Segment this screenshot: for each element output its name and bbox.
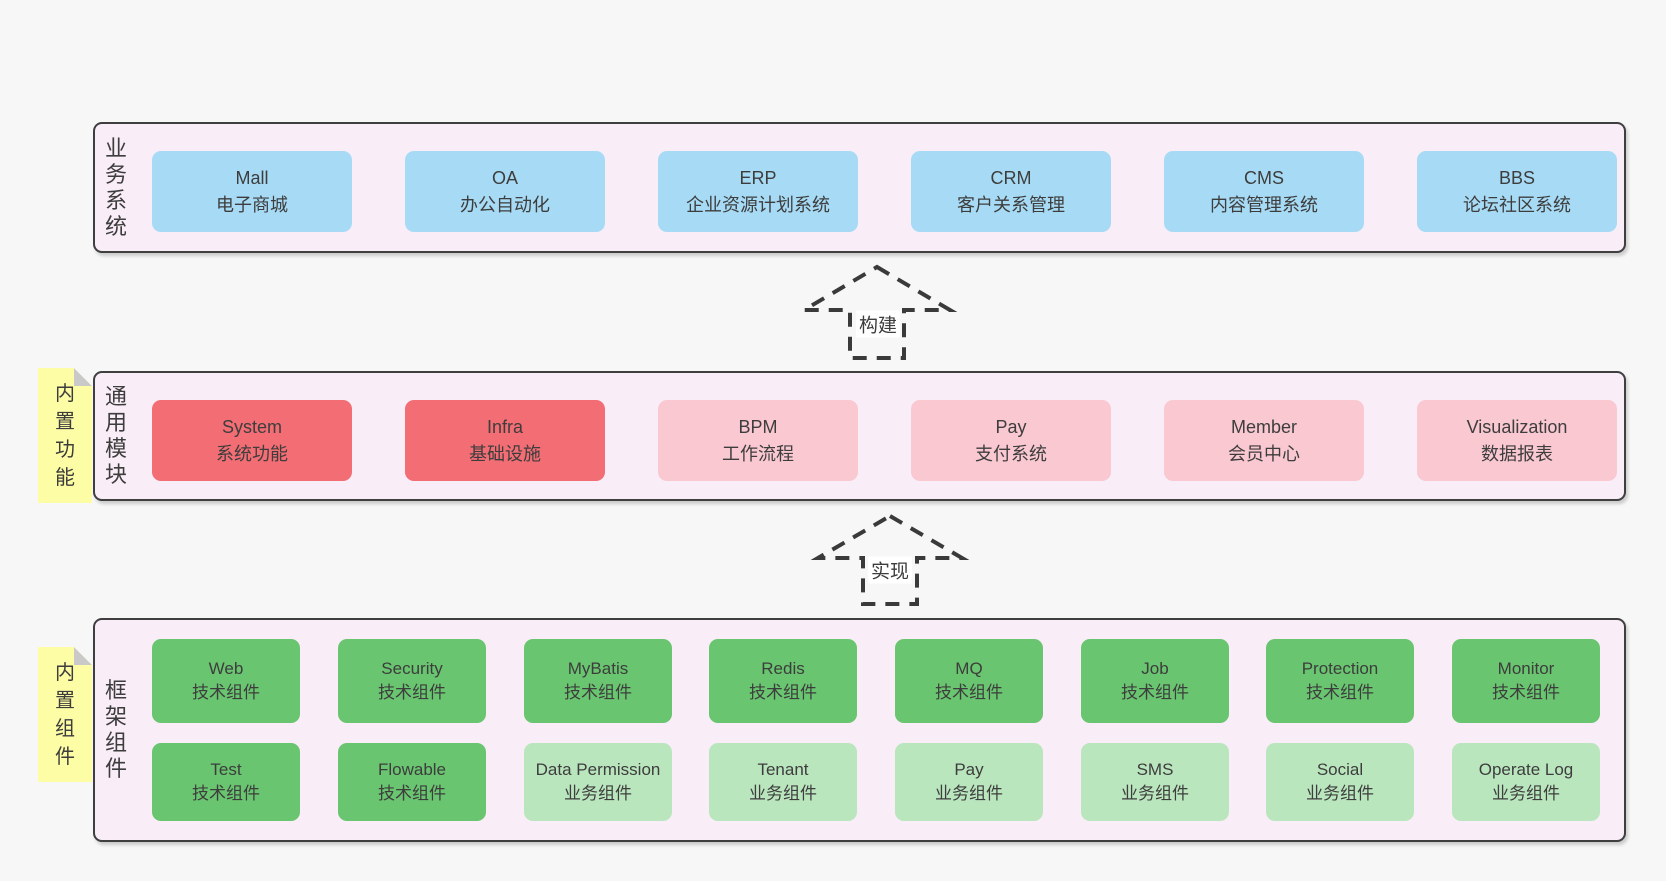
node-protection: Protection 技术组件 [1266, 639, 1414, 723]
build-arrow-label: 构建 [855, 310, 901, 338]
node-pay-component: Pay 业务组件 [895, 743, 1043, 821]
node-subtitle: 工作流程 [722, 443, 794, 464]
node-title: Flowable [377, 760, 447, 779]
node-cms: CMS 内容管理系统 [1164, 151, 1364, 232]
node-subtitle: 电子商城 [216, 194, 288, 215]
node-subtitle: 技术组件 [1121, 683, 1189, 702]
node-title: BPM [738, 416, 778, 437]
node-monitor: Monitor 技术组件 [1452, 639, 1600, 723]
node-title: Web [208, 659, 244, 678]
node-title: Member [1230, 416, 1297, 437]
node-data-permission: Data Permission 业务组件 [524, 743, 672, 821]
layer-business-systems: 业务系统 Mall 电子商城 OA 办公自动化 ERP 企业资源计划系统 CRM… [93, 122, 1626, 253]
build-arrow [796, 264, 958, 360]
node-test: Test 技术组件 [152, 743, 300, 821]
implement-arrow-label: 实现 [867, 556, 913, 584]
layer-label-common-modules: 通用模块 [104, 384, 127, 487]
node-title: Data Permission [535, 760, 661, 779]
node-infra: Infra 基础设施 [405, 400, 605, 481]
node-subtitle: 数据报表 [1481, 443, 1553, 464]
node-subtitle: 业务组件 [1492, 784, 1560, 803]
node-title: Pay [954, 760, 984, 779]
node-subtitle: 技术组件 [378, 683, 446, 702]
node-crm: CRM 客户关系管理 [911, 151, 1111, 232]
layer-label-business-systems: 业务系统 [104, 135, 127, 239]
node-subtitle: 业务组件 [935, 784, 1003, 803]
node-visualization: Visualization 数据报表 [1417, 400, 1617, 481]
node-redis: Redis 技术组件 [709, 639, 857, 723]
implement-arrow [810, 513, 970, 606]
node-title: Visualization [1466, 416, 1568, 437]
node-title: MQ [955, 659, 983, 678]
node-subtitle: 论坛社区系统 [1463, 194, 1571, 215]
node-title: Pay [995, 416, 1027, 437]
node-pay: Pay 支付系统 [911, 400, 1111, 481]
node-bpm: BPM 工作流程 [658, 400, 858, 481]
node-subtitle: 客户关系管理 [957, 194, 1065, 215]
node-mall: Mall 电子商城 [152, 151, 352, 232]
node-title: MyBatis [567, 659, 629, 678]
node-title: Test [210, 760, 242, 779]
note-text: 内置功能 [55, 382, 75, 489]
sticky-note-built-in-features: 内置功能 [38, 368, 92, 503]
node-title: SMS [1136, 760, 1174, 779]
sticky-note-built-in-components: 内置组件 [38, 647, 92, 782]
node-subtitle: 系统功能 [216, 443, 288, 464]
node-subtitle: 业务组件 [1306, 784, 1374, 803]
node-mybatis: MyBatis 技术组件 [524, 639, 672, 723]
node-subtitle: 企业资源计划系统 [686, 194, 830, 215]
node-title: Monitor [1497, 659, 1555, 678]
node-subtitle: 技术组件 [749, 683, 817, 702]
node-title: Tenant [757, 760, 809, 779]
node-title: Protection [1301, 659, 1379, 678]
node-bbs: BBS 论坛社区系统 [1417, 151, 1617, 232]
node-oa: OA 办公自动化 [405, 151, 605, 232]
node-title: CMS [1244, 167, 1284, 188]
node-subtitle: 办公自动化 [460, 194, 550, 215]
node-subtitle: 内容管理系统 [1210, 194, 1318, 215]
node-subtitle: 支付系统 [975, 443, 1047, 464]
layer-label-framework-components: 框架组件 [104, 678, 127, 781]
node-subtitle: 业务组件 [749, 784, 817, 803]
node-job: Job 技术组件 [1081, 639, 1229, 723]
node-title: Social [1316, 760, 1364, 779]
node-tenant: Tenant 业务组件 [709, 743, 857, 821]
node-subtitle: 业务组件 [564, 784, 632, 803]
node-subtitle: 基础设施 [469, 443, 541, 464]
node-subtitle: 技术组件 [192, 784, 260, 803]
node-subtitle: 技术组件 [1306, 683, 1374, 702]
node-title: ERP [739, 167, 777, 188]
node-title: Operate Log [1478, 760, 1574, 779]
node-operate-log: Operate Log 业务组件 [1452, 743, 1600, 821]
layer-framework-components: 框架组件 Web 技术组件 Security 技术组件 MyBatis 技术组件… [93, 618, 1626, 842]
node-sms: SMS 业务组件 [1081, 743, 1229, 821]
node-title: OA [491, 167, 518, 188]
node-title: Mall [235, 167, 269, 188]
node-flowable: Flowable 技术组件 [338, 743, 486, 821]
node-web: Web 技术组件 [152, 639, 300, 723]
node-title: Redis [761, 659, 805, 678]
node-subtitle: 业务组件 [1121, 784, 1189, 803]
node-title: Job [1141, 659, 1169, 678]
node-subtitle: 会员中心 [1228, 443, 1300, 464]
node-title: Security [381, 659, 443, 678]
node-title: Infra [486, 416, 524, 437]
node-member: Member 会员中心 [1164, 400, 1364, 481]
node-erp: ERP 企业资源计划系统 [658, 151, 858, 232]
node-social: Social 业务组件 [1266, 743, 1414, 821]
node-subtitle: 技术组件 [564, 683, 632, 702]
node-system: System 系统功能 [152, 400, 352, 481]
node-subtitle: 技术组件 [192, 683, 260, 702]
node-title: BBS [1498, 167, 1536, 188]
node-subtitle: 技术组件 [1492, 683, 1560, 702]
node-security: Security 技术组件 [338, 639, 486, 723]
note-text: 内置组件 [55, 661, 75, 768]
layer-common-modules: 通用模块 System 系统功能 Infra 基础设施 BPM 工作流程 Pay… [93, 371, 1626, 501]
node-mq: MQ 技术组件 [895, 639, 1043, 723]
node-title: CRM [990, 167, 1032, 188]
node-subtitle: 技术组件 [935, 683, 1003, 702]
node-title: System [221, 416, 282, 437]
node-subtitle: 技术组件 [378, 784, 446, 803]
